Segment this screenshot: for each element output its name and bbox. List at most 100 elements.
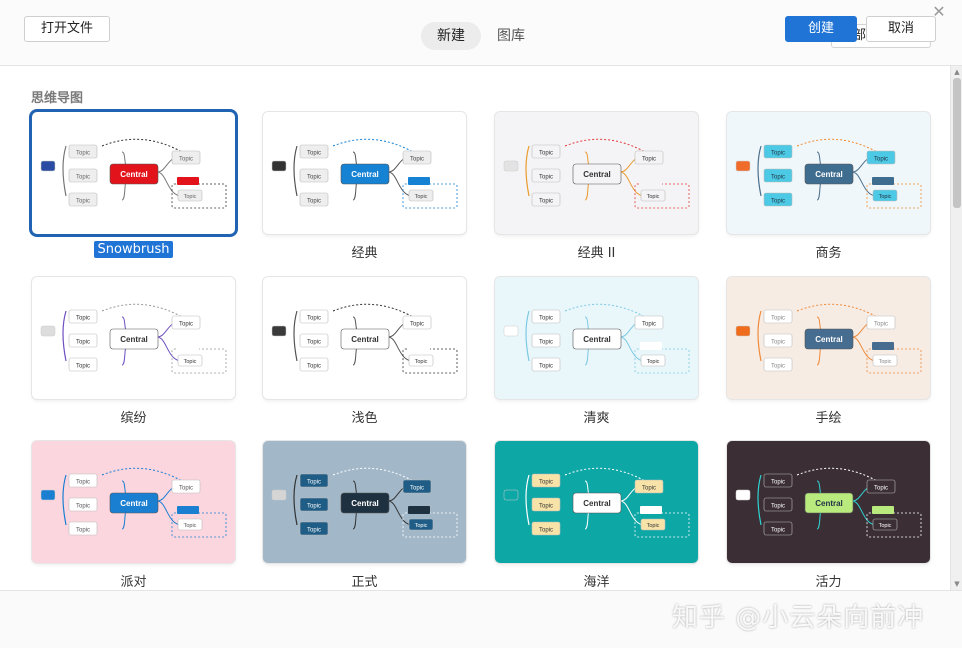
- topic-label: Topic: [642, 322, 656, 328]
- template-name: 海洋: [583, 575, 610, 590]
- topic-label: Topic: [771, 480, 785, 486]
- topic-label: Topic: [879, 359, 892, 365]
- scrollbar-thumb[interactable]: [953, 78, 961, 208]
- template-name: 浅色: [351, 411, 378, 426]
- topic-label: Topic: [539, 364, 553, 370]
- topic-label: Topic: [647, 359, 660, 365]
- topic-label: Topic: [539, 199, 553, 205]
- tab-gallery[interactable]: 图库: [497, 28, 525, 44]
- topic-label: Topic: [76, 480, 90, 486]
- topic-label: Topic: [179, 157, 193, 163]
- template-name: 缤纷: [120, 411, 147, 426]
- topic-label: Topic: [307, 504, 321, 510]
- topic-label: Topic: [874, 157, 888, 163]
- topic-label: Topic: [76, 199, 90, 205]
- topic-label: Topic: [771, 504, 785, 510]
- template-name: 经典 II: [577, 246, 616, 261]
- create-button[interactable]: 创建: [785, 16, 857, 42]
- topic-label: Topic: [415, 523, 428, 529]
- scrollbar[interactable]: ▲ ▼: [950, 66, 962, 590]
- topic-label: Topic: [307, 364, 321, 370]
- template-name: 清爽: [583, 411, 610, 426]
- section-title: 思维导图: [31, 91, 84, 106]
- topic-label: Topic: [771, 199, 785, 205]
- central-topic-label: Central: [583, 499, 611, 508]
- central-topic-label: Central: [815, 335, 843, 344]
- central-topic-label: Central: [120, 170, 148, 179]
- topic-label: Topic: [76, 151, 90, 157]
- topic-label: Topic: [415, 194, 428, 200]
- topic-label: Topic: [539, 340, 553, 346]
- topic-label: Topic: [647, 523, 660, 529]
- topic-label: Topic: [539, 151, 553, 157]
- topic-label: Topic: [76, 316, 90, 322]
- central-topic-label: Central: [351, 499, 379, 508]
- topic-label: Topic: [771, 528, 785, 534]
- close-icon[interactable]: ✕: [932, 2, 946, 21]
- central-topic-label: Central: [815, 170, 843, 179]
- topic-label: Topic: [539, 480, 553, 486]
- topic-label: Topic: [879, 523, 892, 529]
- central-topic-label: Central: [351, 335, 379, 344]
- cancel-button[interactable]: 取消: [866, 16, 936, 42]
- topic-label: Topic: [771, 340, 785, 346]
- topic-label: Topic: [771, 364, 785, 370]
- topic-label: Topic: [76, 340, 90, 346]
- central-topic-label: Central: [583, 170, 611, 179]
- topic-label: Topic: [415, 359, 428, 365]
- template-name: 派对: [120, 575, 147, 590]
- template-name: 商务: [815, 246, 842, 261]
- topic-label: Topic: [179, 322, 193, 328]
- topic-label: Topic: [771, 175, 785, 181]
- tab-new[interactable]: 新建: [421, 22, 481, 50]
- topic-label: Topic: [410, 486, 424, 492]
- topic-label: Topic: [874, 486, 888, 492]
- topic-label: Topic: [184, 359, 197, 365]
- template-name: 经典: [351, 246, 378, 261]
- topic-label: Topic: [184, 523, 197, 529]
- topic-label: Topic: [307, 528, 321, 534]
- topic-label: Topic: [307, 175, 321, 181]
- topic-label: Topic: [307, 340, 321, 346]
- open-file-button[interactable]: 打开文件: [24, 16, 110, 42]
- topic-label: Topic: [307, 316, 321, 322]
- topic-label: Topic: [179, 486, 193, 492]
- topic-label: Topic: [307, 480, 321, 486]
- topic-label: Topic: [184, 194, 197, 200]
- topic-label: Topic: [76, 528, 90, 534]
- central-topic-label: Central: [815, 499, 843, 508]
- central-topic-label: Central: [120, 335, 148, 344]
- template-name: Snowbrush: [32, 241, 235, 258]
- central-topic-label: Central: [120, 499, 148, 508]
- scroll-down-icon[interactable]: ▼: [954, 580, 960, 588]
- topic-label: Topic: [410, 157, 424, 163]
- scroll-up-icon[interactable]: ▲: [954, 68, 960, 76]
- topic-label: Topic: [307, 199, 321, 205]
- topic-label: Topic: [539, 316, 553, 322]
- topic-label: Topic: [76, 504, 90, 510]
- topic-label: Topic: [307, 151, 321, 157]
- topic-label: Topic: [410, 322, 424, 328]
- topic-label: Topic: [771, 316, 785, 322]
